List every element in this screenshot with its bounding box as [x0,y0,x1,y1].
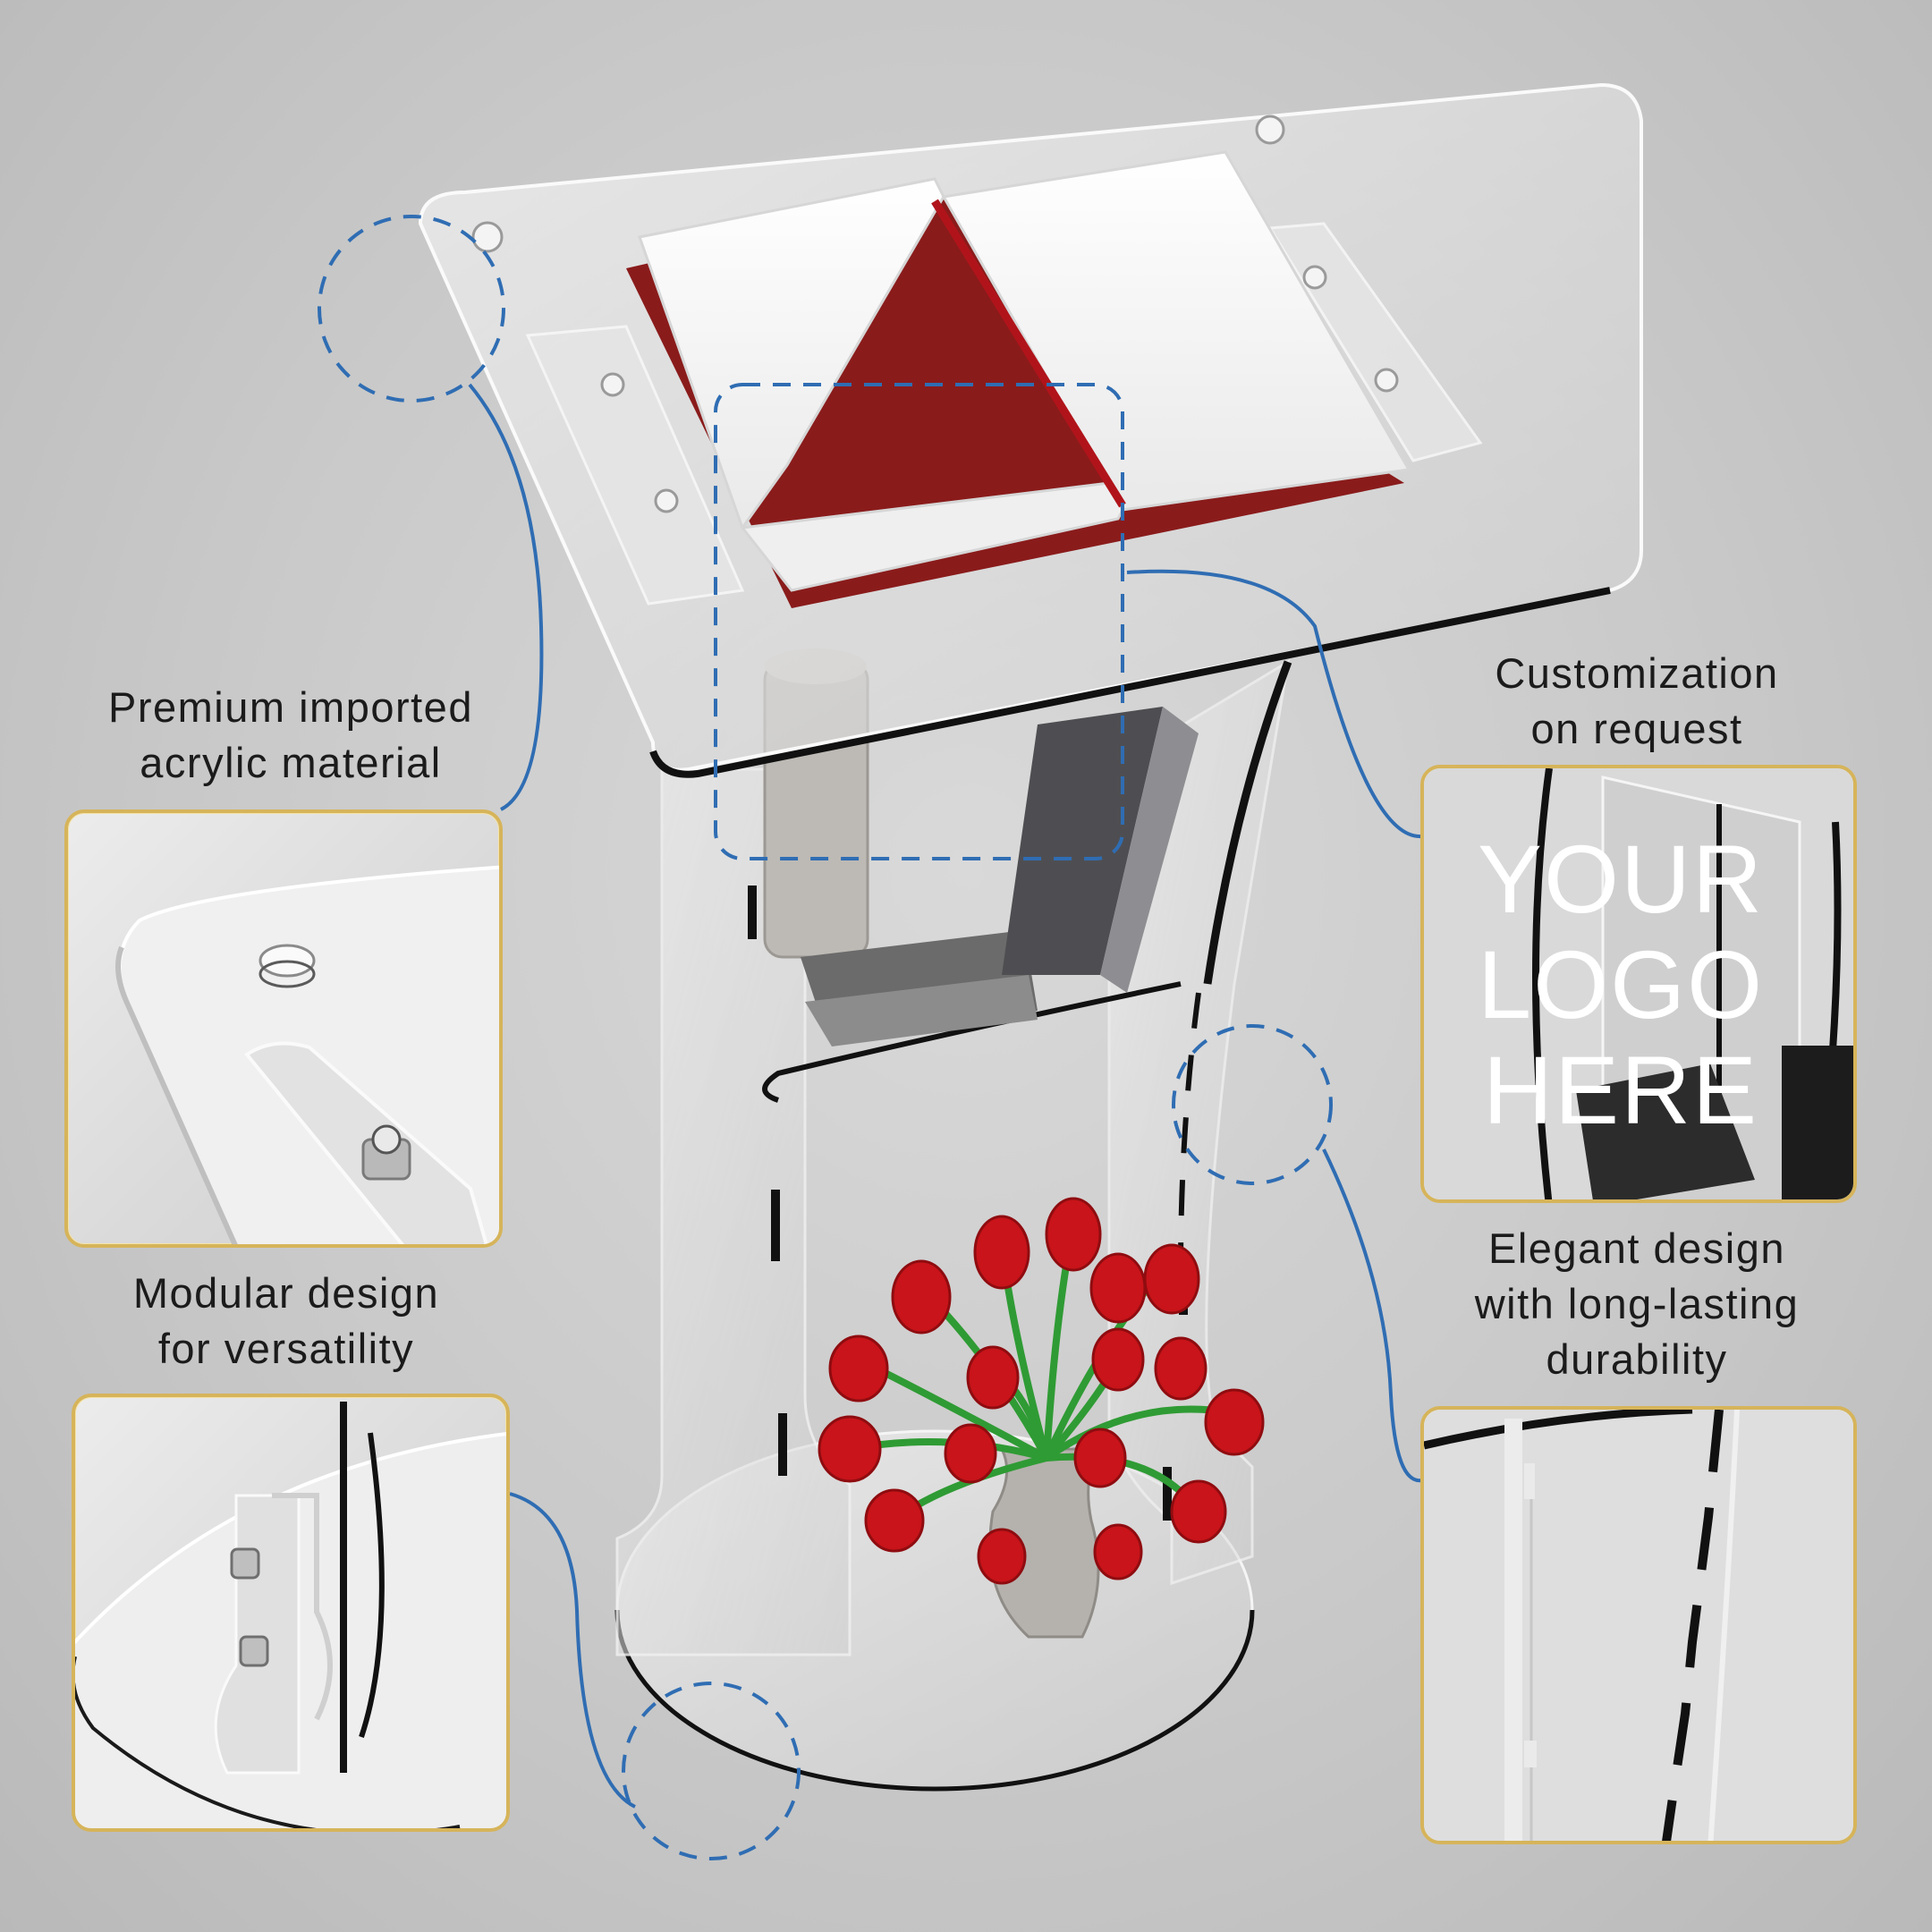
logo-panel-background [1424,768,1853,1199]
detail-panel-logo: YOUR LOGO HERE [1420,765,1857,1203]
elegant-closeup [1424,1410,1853,1841]
detail-panel-modular [72,1394,510,1832]
detail-panel-elegant [1420,1406,1857,1844]
callout-circles [318,215,1333,1860]
label-customization: Customization on request [1495,649,1779,752]
label-elegant: Elegant design with long-lasting durabil… [1474,1224,1800,1383]
logo-placeholder-text: YOUR LOGO HERE [1478,825,1765,1144]
callout-lines [468,383,1423,1809]
detail-panel-material [64,809,503,1248]
label-material: Premium imported acrylic material [108,683,473,786]
modular-closeup [75,1402,506,1828]
label-modular: Modular design for versatility [132,1269,440,1372]
tulip-vase [818,1197,1265,1639]
material-closeup [115,865,499,1244]
